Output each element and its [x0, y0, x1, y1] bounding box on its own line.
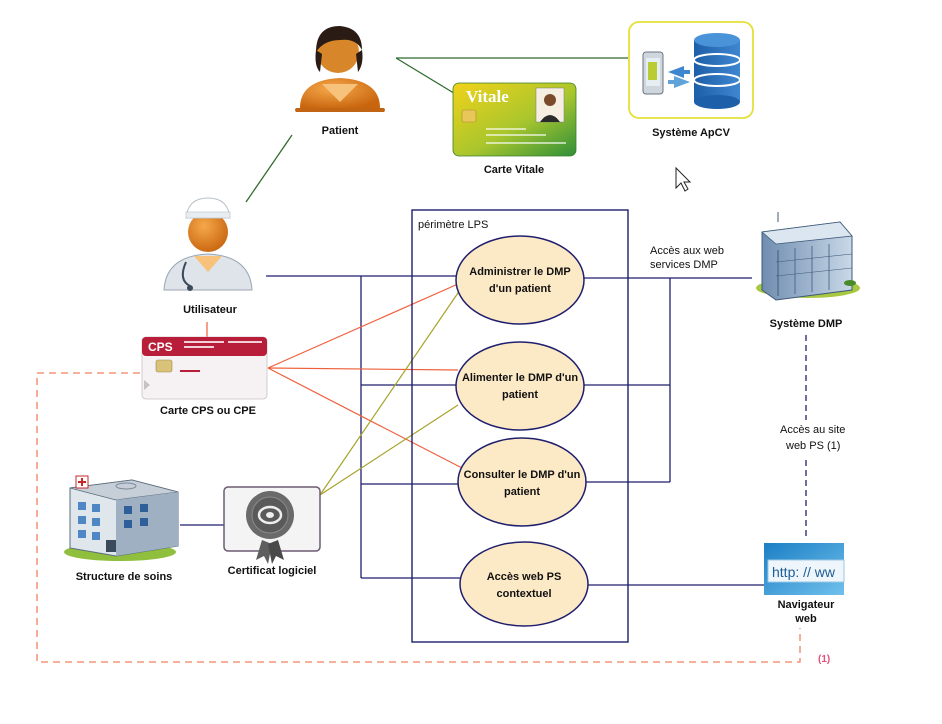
navigateur-web: http: // ww Navigateur web	[764, 543, 845, 625]
cps-consulter-line	[267, 367, 463, 469]
apcv-system: Système ApCV	[628, 21, 754, 139]
webservices-annotation-line1: Accès aux web	[650, 245, 724, 257]
webservices-annotation-line2: services DMP	[650, 259, 718, 271]
navigateur-label-line1: Navigateur	[778, 599, 836, 611]
usecase-label-line1: Alimenter le DMP d'un	[462, 372, 578, 384]
structure-label: Structure de soins	[76, 571, 173, 583]
usecase-administrer[interactable]: Administrer le DMP d'un patient	[455, 235, 585, 325]
usecase-ellipse[interactable]	[455, 341, 585, 431]
connector-lines	[36, 57, 807, 663]
cps-navigateur-dashed-path	[36, 372, 801, 663]
building-icon	[756, 212, 860, 301]
hospital-icon	[64, 475, 179, 561]
vitale-card-title: Vitale	[466, 87, 509, 106]
usecase-label-line2: contextuel	[496, 588, 551, 600]
cps-administrer-line	[267, 283, 459, 369]
perimeter-box	[411, 209, 629, 643]
usecase-label-line1: Consulter le DMP d'un	[464, 469, 581, 481]
cps-card-title: CPS	[148, 340, 173, 354]
certificat-logiciel: Certificat logiciel	[223, 486, 321, 577]
site-annotation-line2: web PS (1)	[785, 440, 840, 452]
vitale-card-icon: Vitale	[452, 82, 577, 157]
utilisateur-label: Utilisateur	[183, 304, 238, 316]
patient-utilisateur-line	[245, 134, 293, 203]
doctor-icon	[163, 197, 253, 291]
dmp-label: Système DMP	[770, 318, 843, 330]
usecase-ellipse[interactable]	[459, 541, 589, 627]
patient-vitale-line	[395, 57, 463, 99]
usecase-label-line2: patient	[502, 389, 538, 401]
cps-alimenter-line	[267, 367, 459, 371]
cps-card-icon: CPS	[141, 336, 268, 400]
certificat-label: Certificat logiciel	[228, 565, 317, 577]
certificat-alimenter-line	[319, 404, 459, 496]
usecase-label-line2: d'un patient	[489, 283, 551, 295]
cps-card: CPS Carte CPS ou CPE	[141, 336, 268, 417]
patient-actor: Patient	[295, 26, 385, 137]
certificat-administrer-line	[319, 289, 461, 496]
browser-icon: http: // ww	[764, 543, 845, 595]
usecase-label-line1: Accès web PS	[487, 571, 562, 583]
cps-label: Carte CPS ou CPE	[160, 405, 256, 417]
certificate-icon	[223, 486, 321, 564]
utilisateur-actor: Utilisateur	[163, 197, 253, 316]
database-icon	[693, 33, 741, 109]
usecase-ellipse[interactable]	[457, 437, 587, 527]
sync-arrows-icon	[668, 66, 690, 88]
structure-soins: Structure de soins	[64, 475, 179, 583]
usecase-consulter[interactable]: Consulter le DMP d'un patient	[457, 437, 587, 527]
site-annotation-line1: Accès au site	[780, 424, 845, 436]
usecase-ellipse[interactable]	[455, 235, 585, 325]
vitale-label: Carte Vitale	[484, 164, 544, 176]
footnote-marker: (1)	[818, 654, 830, 665]
mouse-cursor-icon	[675, 166, 692, 192]
patient-label: Patient	[322, 125, 359, 137]
usecase-label-line2: patient	[504, 486, 540, 498]
browser-url-text: http: // ww	[772, 564, 836, 580]
vitale-card: Vitale Carte Vitale	[452, 82, 577, 176]
dmp-system: Système DMP	[756, 212, 860, 330]
navigateur-label-line2: web	[794, 613, 817, 625]
perimeter-label: périmètre LPS	[418, 219, 488, 231]
patient-icon	[295, 26, 385, 112]
usecase-alimenter[interactable]: Alimenter le DMP d'un patient	[455, 341, 585, 431]
usecase-acces-web[interactable]: Accès web PS contextuel	[459, 541, 589, 627]
smartphone-icon	[642, 51, 664, 95]
apcv-label: Système ApCV	[652, 127, 731, 139]
usecase-label-line1: Administrer le DMP	[469, 266, 570, 278]
